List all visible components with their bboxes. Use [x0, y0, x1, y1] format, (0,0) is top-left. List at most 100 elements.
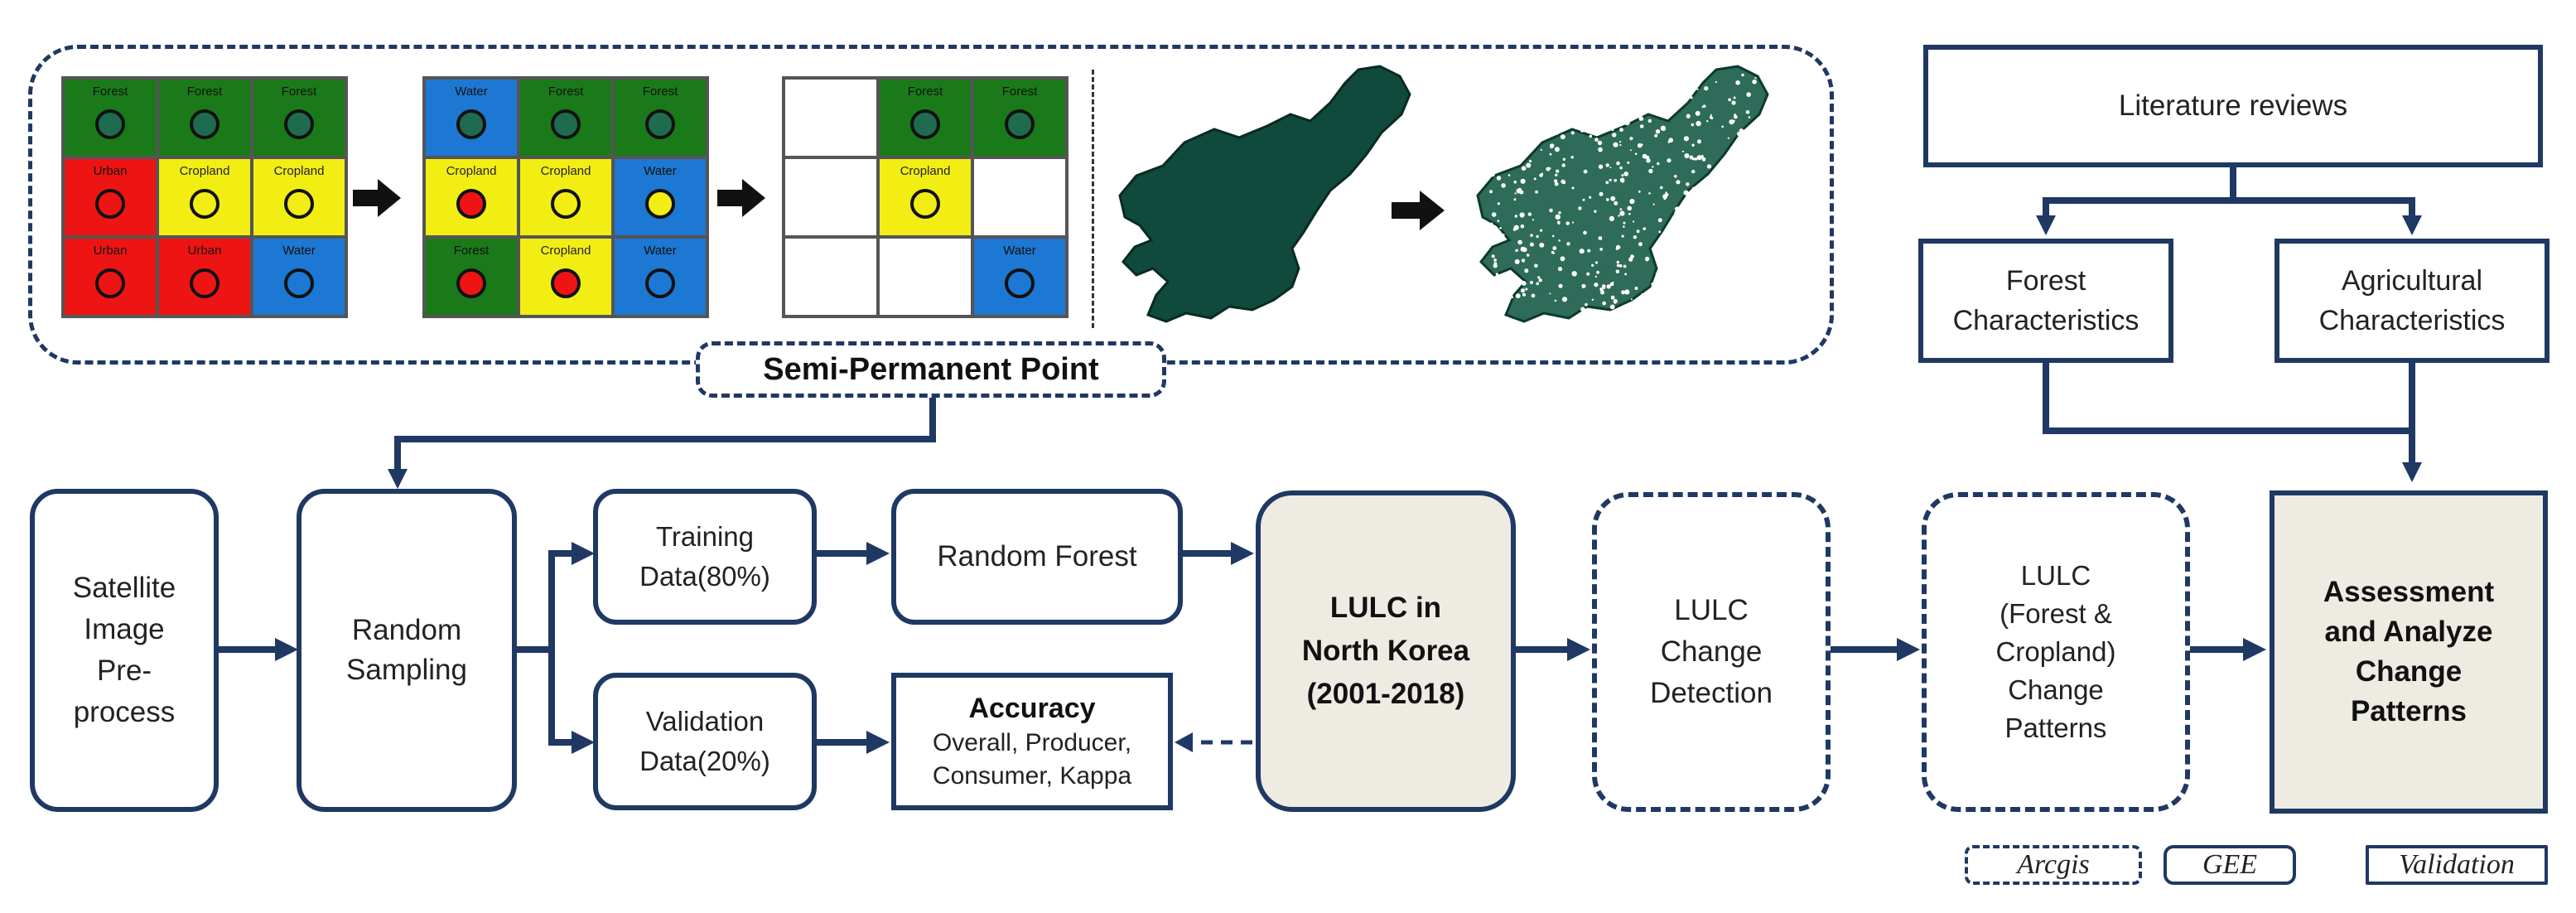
random-forest-node: Random Forest [891, 489, 1183, 625]
legend-gee: GEE [2164, 845, 2296, 885]
literature-reviews-label: Literature reviews [2118, 89, 2348, 122]
grid-cell: Forest [972, 78, 1067, 157]
random-forest-label: Random Forest [937, 540, 1137, 572]
legend-gee-label: GEE [2202, 849, 2258, 880]
legend-arcgis-label: Arcgis [2017, 849, 2090, 880]
grid-cell-label: Forest [281, 85, 317, 99]
grid-cell: Water [972, 237, 1067, 316]
grid-cell-label: Cropland [273, 164, 325, 178]
literature-reviews-node: Literature reviews [1923, 45, 2543, 167]
grid-cell-label: Water [282, 244, 316, 258]
validation-data-label: Validation Data(20%) [639, 706, 770, 776]
sample-point-marker [910, 109, 940, 139]
lulc-north-korea-label: LULC in North Korea (2001-2018) [1301, 592, 1470, 710]
grid-cell [784, 78, 878, 157]
random-sampling-node: Random Sampling [297, 489, 517, 812]
legend-validation: Validation [2366, 845, 2548, 885]
sample-point-marker [95, 189, 125, 219]
accuracy-title: Accuracy [968, 693, 1096, 724]
panel-divider [1092, 70, 1094, 328]
assessment-node: Assessment and Analyze Change Patterns [2270, 490, 2548, 814]
grid-cell-label: Cropland [900, 164, 951, 178]
grid-cell: Water [613, 237, 707, 316]
grid-cell-label: Urban [93, 164, 128, 178]
sample-point-marker [645, 109, 675, 139]
grid-cell: Forest [519, 78, 613, 157]
lulc-north-korea-node: LULC in North Korea (2001-2018) [1256, 490, 1516, 812]
grid-cell: Urban [63, 237, 157, 316]
sample-point-marker [1005, 268, 1035, 298]
grid-cell-label: Water [1003, 244, 1036, 258]
grid-cell-label: Urban [187, 244, 222, 258]
grid-cell-label: Water [455, 85, 488, 99]
grid-cell-label: Water [644, 244, 677, 258]
grid-cell: Urban [63, 157, 157, 237]
grid-cell: Cropland [252, 157, 346, 237]
sample-point-marker [95, 268, 125, 298]
agricultural-characteristics-label: Agricultural Characteristics [2318, 265, 2506, 336]
grid-cell [972, 157, 1067, 237]
grid-cell-label: Cropland [540, 164, 591, 178]
training-data-label: Training Data(80%) [639, 521, 770, 592]
sample-point-marker [284, 268, 314, 298]
grid-cell: Cropland [878, 157, 972, 237]
assessment-label: Assessment and Analyze Change Patterns [2323, 576, 2495, 727]
semi-permanent-point-label: Semi-Permanent Point [763, 351, 1099, 387]
sample-point-marker [284, 109, 314, 139]
accuracy-node: Accuracy Overall, Producer, Consumer, Ka… [891, 673, 1173, 810]
forest-characteristics-node: Forest Characteristics [1918, 239, 2173, 363]
grid-cell-label: Water [644, 164, 677, 178]
semi-permanent-point-label-box: Semi-Permanent Point [696, 341, 1166, 398]
agricultural-characteristics-node: Agricultural Characteristics [2275, 239, 2549, 363]
sample-point-marker [456, 109, 486, 139]
lulc-change-patterns-label: LULC (Forest & Cropland) Change Patterns [1995, 560, 2116, 743]
grid-cell-label: Cropland [540, 244, 591, 258]
grid-cell: Forest [878, 78, 972, 157]
sample-point-marker [910, 189, 940, 219]
sample-point-marker [645, 189, 675, 219]
grid-cell-label: Cropland [179, 164, 230, 178]
grid-cell-label: Cropland [446, 164, 497, 178]
grid-cell-label: Forest [907, 85, 943, 99]
grid-cell-label: Forest [1001, 85, 1038, 99]
sample-point-marker [551, 109, 581, 139]
sample-point-marker [551, 268, 581, 298]
sample-point-marker [645, 268, 675, 298]
sample-point-marker [551, 189, 581, 219]
lulc-change-detection-node: LULC Change Detection [1592, 492, 1831, 812]
sample-point-marker [284, 189, 314, 219]
grid-cell: Cropland [519, 237, 613, 316]
accuracy-metrics: Overall, Producer, Consumer, Kappa [932, 729, 1132, 790]
validation-data-node: Validation Data(20%) [593, 673, 817, 810]
sample-point-marker [456, 268, 486, 298]
grid-cell-label: Forest [548, 85, 584, 99]
grid-cell: Water [613, 157, 707, 237]
grid-cell-label: Forest [186, 85, 223, 99]
grid-cell: Forest [424, 237, 519, 316]
grid-cell-label: Urban [93, 244, 128, 258]
sample-point-marker [190, 268, 219, 298]
grid-cell-label: Forest [453, 244, 490, 258]
grid-cell: Water [424, 78, 519, 157]
legend-validation-label: Validation [2399, 849, 2515, 880]
grid-cell-label: Forest [92, 85, 128, 99]
grid-cell: Forest [157, 78, 252, 157]
sample-point-marker [456, 189, 486, 219]
grid-cell-label: Forest [642, 85, 678, 99]
satellite-image-preprocess-node: Satellite Image Pre- process [30, 489, 219, 812]
random-sampling-label: Random Sampling [346, 614, 467, 686]
grid-cell: Urban [157, 237, 252, 316]
grid-cell: Cropland [424, 157, 519, 237]
grid-cell: Cropland [519, 157, 613, 237]
sample-point-marker [190, 109, 219, 139]
lulc-change-detection-label: LULC Change Detection [1650, 594, 1773, 709]
grid-cell [784, 237, 878, 316]
grid-cell: Forest [252, 78, 346, 157]
sample-point-marker [1005, 109, 1035, 139]
legend-arcgis: Arcgis [1965, 845, 2142, 885]
grid-cell: Forest [63, 78, 157, 157]
training-data-node: Training Data(80%) [593, 489, 817, 625]
